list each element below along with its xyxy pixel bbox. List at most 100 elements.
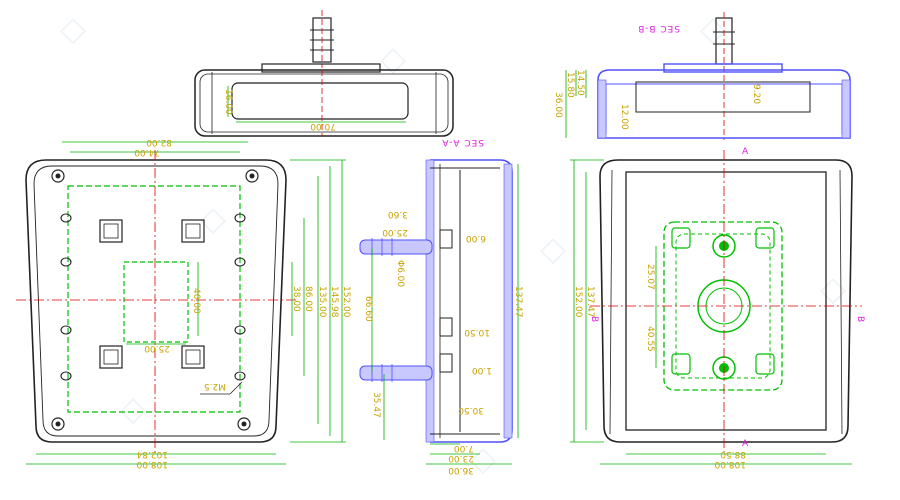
- hatch-right: [841, 79, 851, 139]
- dimension-text: 30.50: [458, 405, 484, 415]
- section-aa-title: SEC A-A: [441, 137, 484, 147]
- svg-text:◇: ◇: [60, 9, 87, 49]
- dimension-text: 74.00: [134, 147, 160, 157]
- pocket: [99, 219, 123, 243]
- top-view: 16.00 70.00: [194, 10, 454, 137]
- dimension-text: 108.00: [714, 459, 746, 469]
- dimension-text: 15.80: [565, 72, 575, 98]
- dimension-text: 40.00: [191, 288, 201, 314]
- dimension-text: 6.00: [466, 233, 486, 243]
- leader-line: [229, 381, 243, 395]
- dimension-text: Φ6.00: [395, 260, 405, 287]
- dimension-text: 102.84: [136, 449, 168, 459]
- dimension-text: 86.00: [303, 286, 313, 312]
- side-rail: [839, 169, 843, 435]
- dimension-text: 9.20: [751, 84, 761, 104]
- corner-screw: [51, 417, 65, 431]
- svg-text:◇: ◇: [120, 389, 147, 429]
- lid-plate: [663, 63, 783, 73]
- corner-screw: [237, 417, 251, 431]
- dimension-text: 23.00: [448, 453, 474, 463]
- corner-screw: [55, 173, 61, 179]
- svg-text:◇: ◇: [470, 439, 497, 479]
- section-aa-view: SEC A-A 137.47 66.60 35.47 Φ6.00: [359, 137, 523, 475]
- pocket: [103, 223, 119, 239]
- svg-text:◇: ◇: [700, 9, 727, 49]
- mounting-holes: [60, 213, 246, 381]
- dimension-text: 88.50: [720, 449, 746, 459]
- vertical-dimension-lines: [290, 159, 346, 443]
- pocket: [103, 349, 119, 365]
- section-label-a-top: A: [742, 147, 749, 157]
- corner-screw: [241, 421, 247, 427]
- section-wall-inner: [605, 83, 843, 134]
- dimension-text: 135.00: [317, 286, 327, 318]
- dimension-text: 36.00: [553, 92, 563, 118]
- dimension-text: 3.60: [388, 209, 408, 219]
- dimension-text: 36.00: [448, 465, 474, 475]
- dimension-text: 137.47: [513, 286, 523, 318]
- corner-screw: [245, 169, 259, 183]
- housing-inner: [33, 165, 279, 437]
- dimension-text: 25.00: [144, 343, 170, 353]
- dimension-text: 25.00: [382, 227, 408, 237]
- svg-text:◇: ◇: [820, 269, 847, 309]
- recess-panel: [625, 171, 827, 431]
- svg-text:◇: ◇: [380, 39, 407, 79]
- pocket: [181, 345, 205, 369]
- svg-text:◇: ◇: [540, 229, 567, 269]
- dimension-text: 152.00: [341, 286, 351, 318]
- section-label-b-left: B: [589, 316, 599, 322]
- pocket: [185, 349, 201, 365]
- posts: [439, 229, 453, 373]
- dimension-text: 14.50: [575, 70, 585, 96]
- section-wall: [430, 159, 513, 443]
- dimension-text: 152.00: [573, 286, 583, 318]
- window-recess: [231, 82, 409, 120]
- dimension-text: 7.00: [454, 443, 474, 453]
- dimension-text: 40.55: [645, 326, 655, 352]
- hatch-left: [597, 79, 607, 139]
- section-bb-title: SEC B-B: [637, 23, 680, 33]
- housing-outline: [25, 159, 287, 443]
- clip-features: [671, 227, 775, 375]
- dimension-text: 16.00: [223, 89, 233, 115]
- dimension-text: 25.07: [645, 264, 655, 290]
- corner-screw: [249, 173, 255, 179]
- section-bb-view: SEC B-B 14.50 15.80 36.00 12.00 9.20: [553, 12, 851, 140]
- housing-inner: [199, 73, 449, 133]
- section-label-b-right: B: [855, 316, 865, 322]
- dimension-text: 82.00: [146, 137, 172, 147]
- back-view: A A B B 152.00 137.47 25.07 40.55 88.50 …: [570, 147, 865, 469]
- connector-ribs: [371, 238, 393, 382]
- housing-outline: [194, 69, 454, 137]
- vertical-dimension-lines: [570, 159, 657, 443]
- dimension-text: 108.00: [136, 459, 168, 469]
- corner-screw: [51, 169, 65, 183]
- watermark-pattern: ◇ ◇ ◇ ◇ ◇ ◇ ◇ ◇: [60, 9, 847, 479]
- inner-cavity: [635, 81, 811, 113]
- pocket: [181, 219, 205, 243]
- thread-callout: M2.5: [204, 381, 226, 391]
- dimension-text: 137.47: [585, 286, 595, 318]
- section-wall: [597, 69, 851, 139]
- pocket: [185, 223, 201, 239]
- section-label-a-bottom: A: [742, 439, 749, 449]
- lid-plate: [261, 63, 381, 73]
- front-view: 82.00 74.00 102.84 108.00 152.00 145.98 …: [16, 137, 351, 469]
- housing-outline: [599, 159, 853, 443]
- dimension-text: 1.00: [472, 365, 492, 375]
- corner-screw: [55, 421, 61, 427]
- dimension-text: 66.60: [363, 296, 373, 322]
- dimension-text: 38.00: [291, 286, 301, 312]
- pocket: [99, 345, 123, 369]
- hatch-wall: [425, 159, 435, 443]
- side-rail: [609, 169, 613, 435]
- dimension-text: 12.00: [619, 104, 629, 130]
- feature-outline: [67, 185, 241, 413]
- side-connector: [359, 239, 433, 381]
- dimension-text: 35.47: [371, 392, 381, 418]
- dimension-text: 145.98: [329, 286, 339, 318]
- dimension-text: 70.00: [310, 121, 336, 131]
